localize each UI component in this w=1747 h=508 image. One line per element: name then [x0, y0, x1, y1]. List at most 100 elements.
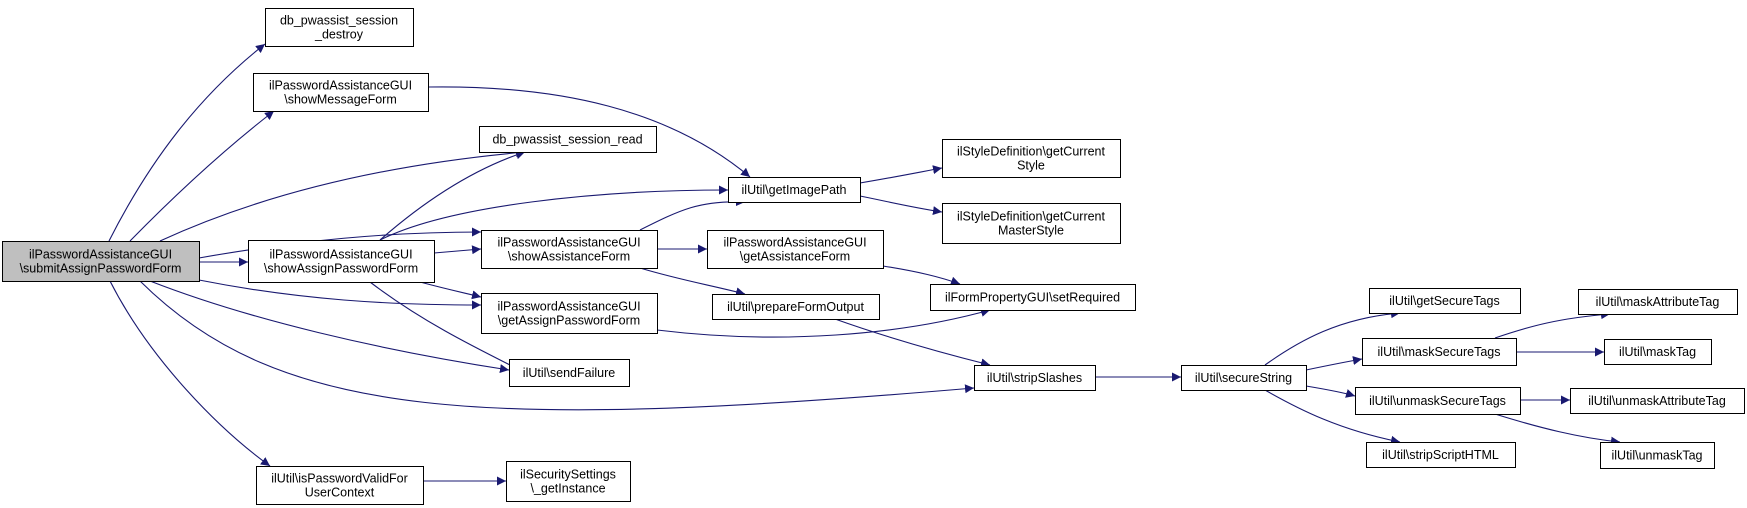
edge-arrow [379, 185, 729, 241]
node-box [1600, 442, 1715, 469]
edge-arrow [108, 43, 266, 242]
node-box [1570, 388, 1745, 414]
node-unmaskTag[interactable]: ilUtil\unmaskTag [1600, 442, 1715, 469]
node-box [265, 8, 414, 47]
edge-arrow [1305, 385, 1356, 398]
node-box [707, 230, 884, 269]
node-label: ilPasswordAssistanceGUI [723, 236, 866, 250]
node-label: ilSecuritySettings [520, 468, 616, 482]
node-getInstance[interactable]: ilSecuritySettings\_getInstance [506, 461, 631, 502]
node-destroy[interactable]: db_pwassist_session_destroy [265, 8, 414, 47]
node-label: ilUtil\getImagePath [742, 183, 847, 197]
edge-root-to-showMessageForm [129, 110, 275, 242]
node-label: ilPasswordAssistanceGUI [497, 300, 640, 314]
node-box [1366, 442, 1516, 468]
node-label: ilUtil\sendFailure [523, 366, 615, 380]
node-prepareFormOutput[interactable]: ilUtil\prepareFormOutput [712, 294, 880, 320]
node-label: _destroy [314, 28, 364, 42]
node-label: db_pwassist_session [280, 14, 398, 28]
node-maskSecureTags[interactable]: ilUtil\maskSecureTags [1362, 338, 1517, 366]
node-label: \showMessageForm [284, 93, 397, 107]
edge-root-to-getAssignPasswordForm [198, 279, 482, 310]
node-label: ilPasswordAssistanceGUI [269, 79, 412, 93]
node-setRequired[interactable]: ilFormPropertyGUI\setRequired [930, 284, 1136, 311]
node-label: \getAssignPasswordForm [498, 314, 640, 328]
edge-root-to-destroy [108, 43, 266, 242]
node-box [1181, 365, 1307, 391]
node-box [509, 359, 630, 387]
node-stripSlashes[interactable]: ilUtil\stripSlashes [974, 365, 1096, 391]
node-root[interactable]: ilPasswordAssistanceGUI\submitAssignPass… [2, 241, 200, 282]
edge-getAssistanceForm-to-setRequired [882, 265, 961, 286]
edge-arrow [1494, 310, 1611, 339]
edge-arrow [159, 148, 526, 242]
node-label: ilUtil\secureString [1195, 371, 1292, 385]
node-label: ilPasswordAssistanceGUI [269, 248, 412, 262]
edge-showAssignPasswordForm-to-getAssignPasswordForm [419, 281, 482, 300]
node-stripScriptHTML[interactable]: ilUtil\stripScriptHTML [1366, 442, 1516, 468]
edge-arrow [1494, 413, 1621, 446]
edge-arrow [149, 280, 510, 374]
node-box [974, 365, 1096, 391]
node-box [256, 466, 424, 505]
edge-secureString-to-stripScriptHTML [1264, 389, 1401, 445]
node-showAssistanceForm[interactable]: ilPasswordAssistanceGUI\showAssistanceFo… [481, 230, 658, 269]
edge-maskSecureTags-to-maskAttributeTag [1494, 310, 1611, 339]
edge-arrow [859, 165, 943, 184]
edge-arrow [198, 227, 482, 259]
node-label: ilPasswordAssistanceGUI [497, 236, 640, 250]
edge-showAssignPasswordForm-to-getImagePath [379, 185, 729, 241]
edge-arrow [1264, 389, 1401, 445]
edge-arrow [198, 279, 482, 310]
node-box [253, 73, 429, 112]
edge-showAssistanceForm-to-getImagePath [639, 197, 746, 231]
node-getImagePath[interactable]: ilUtil\getImagePath [728, 177, 861, 203]
edge-arrow [882, 265, 961, 286]
node-label: MasterStyle [998, 224, 1064, 238]
edge-showMessageForm-to-getImagePath [427, 86, 751, 178]
node-label: \_getInstance [530, 482, 605, 496]
edge-arrow [139, 280, 975, 411]
node-box [1578, 289, 1738, 315]
edge-arrow [1305, 356, 1363, 371]
edge-secureString-to-maskSecureTags [1305, 356, 1363, 371]
node-label: ilStyleDefinition\getCurrent [957, 145, 1106, 159]
node-box [506, 461, 631, 502]
node-showMessageForm[interactable]: ilPasswordAssistanceGUI\showMessageForm [253, 73, 429, 112]
node-label: ilPasswordAssistanceGUI [29, 248, 172, 262]
edge-root-to-stripSlashes [139, 280, 975, 411]
node-unmaskSecureTags[interactable]: ilUtil\unmaskSecureTags [1355, 387, 1521, 415]
node-showAssignPasswordForm[interactable]: ilPasswordAssistanceGUI\showAssignPasswo… [248, 240, 435, 283]
node-box [712, 294, 880, 320]
node-label: ilUtil\maskTag [1619, 345, 1696, 359]
node-getAssignPasswordForm[interactable]: ilPasswordAssistanceGUI\getAssignPasswor… [481, 293, 658, 334]
node-getSecureTags[interactable]: ilUtil\getSecureTags [1369, 288, 1521, 314]
node-session_read[interactable]: db_pwassist_session_read [479, 126, 657, 153]
node-getAssistanceForm[interactable]: ilPasswordAssistanceGUI\getAssistanceFor… [707, 230, 884, 269]
node-maskAttributeTag[interactable]: ilUtil\maskAttributeTag [1578, 289, 1738, 315]
node-box [1355, 387, 1521, 415]
node-label: \submitAssignPasswordForm [20, 262, 182, 276]
node-label: UserContext [305, 486, 375, 500]
node-maskTag[interactable]: ilUtil\maskTag [1604, 339, 1712, 365]
edge-unmaskSecureTags-to-unmaskTag [1494, 413, 1621, 446]
node-sendFailure[interactable]: ilUtil\sendFailure [509, 359, 630, 387]
node-label: db_pwassist_session_read [492, 133, 642, 147]
edge-arrow [419, 281, 482, 300]
nodes: ilPasswordAssistanceGUI\submitAssignPass… [2, 8, 1745, 505]
node-unmaskAttributeTag[interactable]: ilUtil\unmaskAttributeTag [1570, 388, 1745, 414]
node-label: ilUtil\stripSlashes [987, 371, 1082, 385]
node-box [942, 139, 1121, 178]
node-box [479, 126, 657, 153]
edge-getImagePath-to-getCurrentMasterStyle [859, 195, 943, 216]
node-label: Style [1017, 159, 1045, 173]
node-box [1362, 338, 1517, 366]
edge-arrow [129, 110, 275, 242]
node-label: ilUtil\stripScriptHTML [1382, 448, 1499, 462]
node-label: \showAssistanceForm [508, 250, 630, 264]
node-secureString[interactable]: ilUtil\secureString [1181, 365, 1307, 391]
